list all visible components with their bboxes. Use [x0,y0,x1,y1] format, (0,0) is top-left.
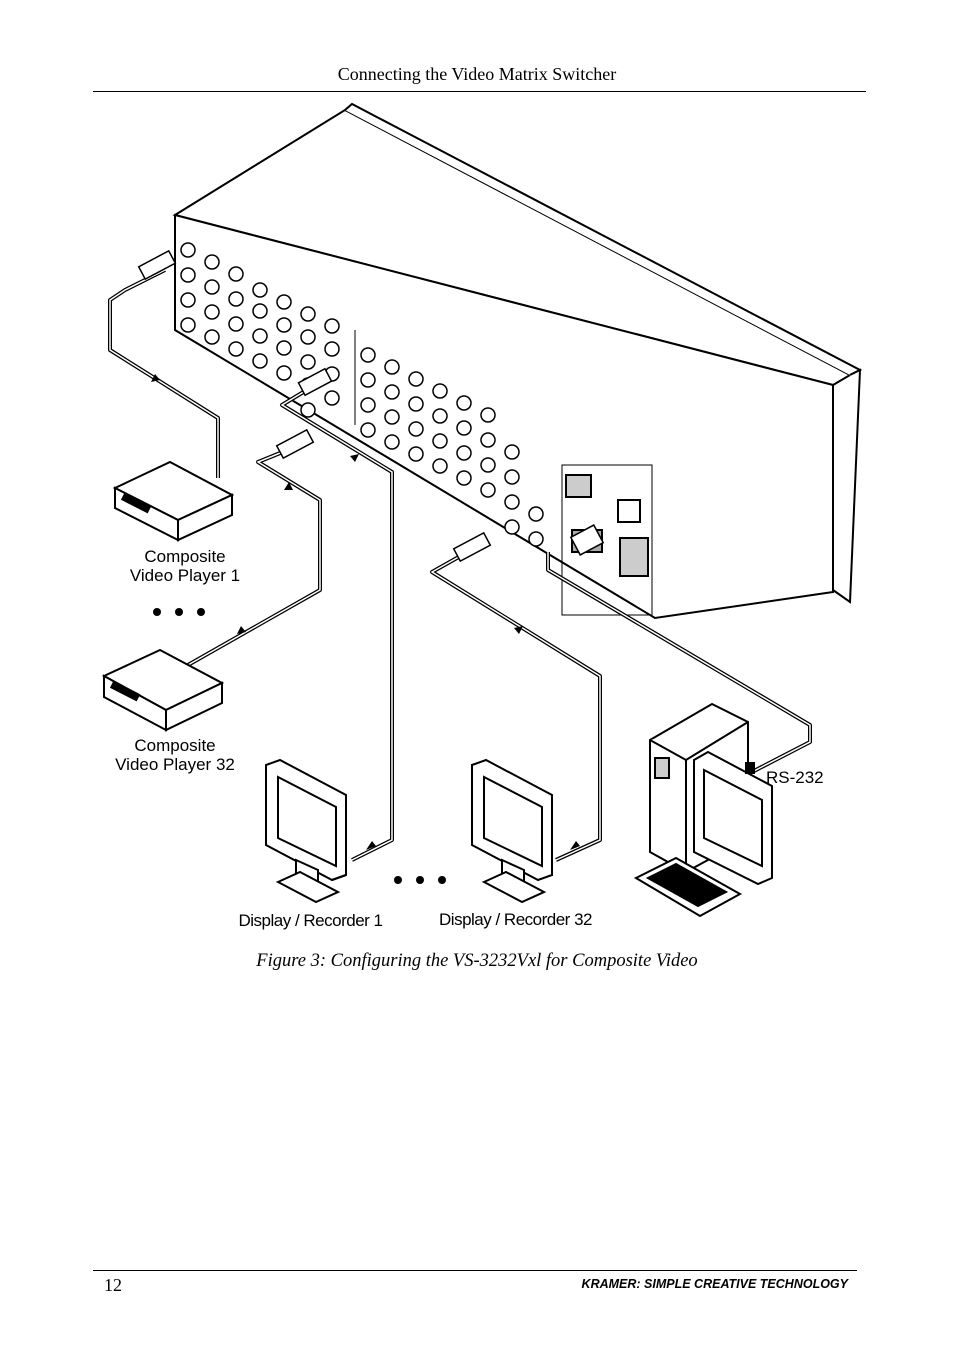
page-header: Connecting the Video Matrix Switcher [337,64,617,84]
player-1-label-line-2: Video Player 1 [129,566,241,585]
matrix-switcher-icon [172,102,863,620]
display-monitor-icon [471,758,553,904]
header-divider [93,91,866,92]
player-32-label-line-1: Composite [134,736,216,755]
page-number: 12 [104,1275,122,1295]
footer-brand: KRAMER: SIMPLE CREATIVE TECHNOLOGY [581,1277,848,1291]
player-32-label: Composite Video Player 32 [100,736,250,774]
display-32-label: Display / Recorder 32 [439,910,592,929]
player-32-label-line-2: Video Player 32 [115,755,235,774]
cable-plugs [137,249,605,563]
footer-divider [93,1270,857,1271]
display-monitor-icon [265,758,347,904]
display-1-label: Display / Recorder 1 [238,911,383,930]
ellipsis-icon [153,608,446,884]
connector-grid [180,242,544,547]
player-1-label-line-1: Composite [144,547,226,566]
video-player-icon [101,648,225,732]
video-player-icon [112,460,235,542]
computer-icon [633,702,773,918]
figure-caption: Figure 3: Configuring the VS-3232Vxl for… [256,951,698,971]
arrow-icon [151,374,580,850]
cable-inner [109,269,811,861]
player-1-label: Composite Video Player 1 [110,547,260,585]
rs232-label: RS-232 [766,768,824,787]
